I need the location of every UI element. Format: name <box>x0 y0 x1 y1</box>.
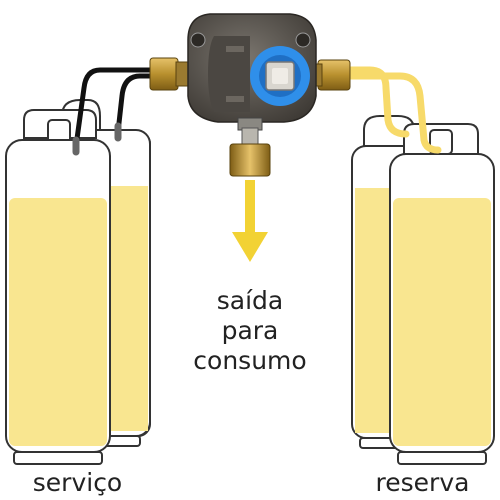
outlet-label: saída para consumo <box>170 286 330 376</box>
outlet-label-line-1: saída <box>216 286 284 315</box>
service-hoses <box>72 67 155 156</box>
service-cylinder <box>5 109 111 465</box>
outlet-label-line-2: para <box>221 316 279 345</box>
reserve-label: reserva <box>375 468 470 497</box>
outlet-label-line-3: consumo <box>193 346 307 375</box>
service-label: serviço <box>32 468 123 497</box>
flow-arrow-down-icon <box>232 180 268 262</box>
reserve-cylinder <box>389 123 495 465</box>
reserve-hoses <box>342 66 442 154</box>
selector-knob-icon <box>250 46 310 106</box>
changeover-regulator-icon <box>149 13 351 177</box>
